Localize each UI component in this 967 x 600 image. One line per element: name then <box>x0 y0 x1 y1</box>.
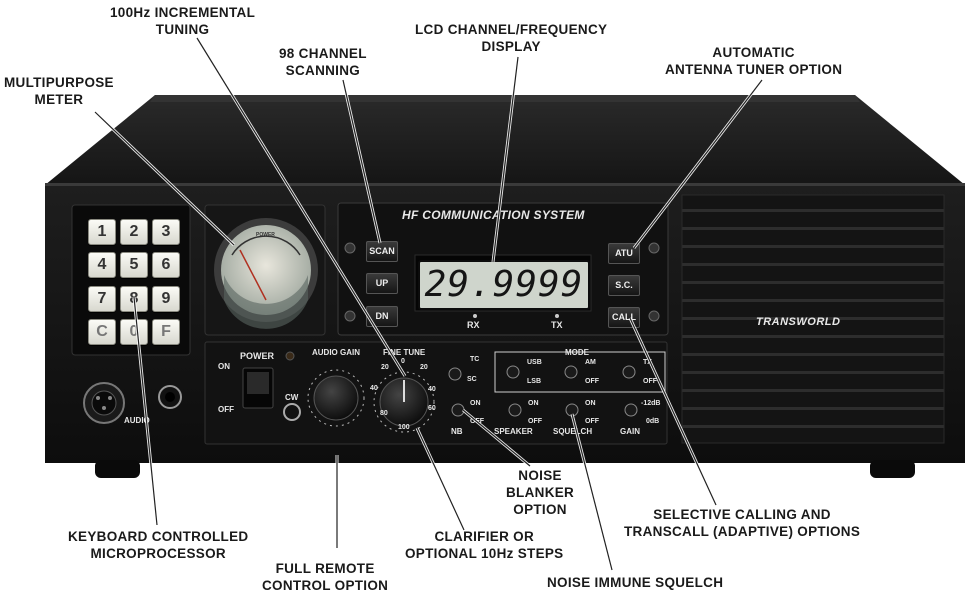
tx-indicator: TX <box>551 320 563 330</box>
panel-title: HF COMMUNICATION SYSTEM <box>402 208 585 222</box>
gain-switch <box>624 403 638 417</box>
power-off-label: OFF <box>218 405 234 414</box>
leader-lcd <box>492 56 519 263</box>
leader-antenna-tuner <box>633 79 763 249</box>
callout-multipurpose-meter: MULTIPURPOSE METER <box>4 75 114 107</box>
fine-tune-mark-1: 20 <box>381 364 389 371</box>
tc-switch <box>448 367 462 381</box>
key-7[interactable]: 7 <box>88 286 116 312</box>
key-2[interactable]: 2 <box>120 219 148 245</box>
squelch-label: SQUELCH <box>553 427 593 436</box>
key-6[interactable]: 6 <box>152 252 180 278</box>
audio-gain-label: AUDIO GAIN <box>312 348 360 357</box>
leader-clarifier <box>416 427 465 531</box>
gain-label: GAIN <box>620 427 640 436</box>
mode-tx-off-label: OFF <box>643 378 657 385</box>
radio-foot-right <box>870 460 915 478</box>
key-3[interactable]: 3 <box>152 219 180 245</box>
leader-meter <box>94 111 235 246</box>
leader-scanning <box>342 79 381 244</box>
key-9[interactable]: 9 <box>152 286 180 312</box>
squelch-on-label: ON <box>585 400 596 407</box>
leader-noise-blanker <box>462 409 531 467</box>
audio-gain-knob <box>313 375 359 421</box>
mode-switch-1 <box>506 365 520 379</box>
fine-tune-mark-7: 100 <box>398 424 410 431</box>
speaker-label: SPEAKER <box>494 427 533 436</box>
meter-label: POWER <box>256 232 275 238</box>
power-label: POWER <box>240 351 275 361</box>
mode-usb-label: USB <box>527 359 542 366</box>
cw-jack <box>283 403 301 421</box>
key-c[interactable]: C <box>88 319 116 345</box>
cw-label: CW <box>285 393 299 402</box>
callout-selective-calling: SELECTIVE CALLING AND TRANSCALL (ADAPTIV… <box>624 507 861 539</box>
fine-tune-mark-6: 80 <box>380 410 388 417</box>
speaker-on-label: ON <box>528 400 539 407</box>
callout-squelch: NOISE IMMUNE SQUELCH <box>547 575 724 590</box>
leader-selective-calling <box>629 317 717 506</box>
dn-button[interactable]: DN <box>366 306 398 327</box>
lcd-display: 29.9999 <box>418 260 590 310</box>
fine-tune-mark-2: 0 <box>401 358 405 365</box>
mode-tx-label: TX <box>643 359 652 366</box>
callout-lcd-display: LCD CHANNEL/FREQUENCY DISPLAY <box>415 22 608 54</box>
fine-tune-mark-4: 40 <box>428 386 436 393</box>
callout-fine-tuning: 100Hz INCREMENTAL TUNING <box>110 5 256 37</box>
key-0[interactable]: 0 <box>120 319 148 345</box>
mode-switch-2 <box>564 365 578 379</box>
nb-on-label: ON <box>470 400 481 407</box>
mode-lsb-label: LSB <box>527 378 541 385</box>
lower-control-panel <box>204 341 668 445</box>
callout-noise-blanker: NOISE BLANKER OPTION <box>506 468 575 517</box>
speaker-switch <box>508 403 522 417</box>
gain-off-label: 0dB <box>646 418 660 425</box>
callout-keyboard: KEYBOARD CONTROLLED MICROPROCESSOR <box>68 529 249 561</box>
mode-off-label: OFF <box>585 378 599 385</box>
squelch-off-label: OFF <box>585 418 599 425</box>
audio-label: AUDIO <box>124 416 150 425</box>
brand-logo: TRANSWORLD <box>756 316 841 328</box>
atu-button[interactable]: ATU <box>608 243 640 264</box>
key-4[interactable]: 4 <box>88 252 116 278</box>
nb-label: NB <box>451 427 463 436</box>
callout-scanning: 98 CHANNEL SCANNING <box>279 46 367 78</box>
callout-antenna-tuner: AUTOMATIC ANTENNA TUNER OPTION <box>665 45 843 77</box>
rx-indicator: RX <box>467 320 480 330</box>
fine-tune-mark-3: 20 <box>420 364 428 371</box>
mode-box <box>494 351 666 393</box>
callout-clarifier: CLARIFIER OR OPTIONAL 10Hz STEPS <box>405 529 564 561</box>
key-f[interactable]: F <box>152 319 180 345</box>
audio-gain-mark: 40 <box>370 385 378 392</box>
gain-on-label: -12dB <box>641 400 661 407</box>
fine-tune-mark-5: 60 <box>428 405 436 412</box>
key-5[interactable]: 5 <box>120 252 148 278</box>
leader-fine-tuning <box>196 37 406 377</box>
speaker-grille <box>681 194 945 444</box>
leader-squelch <box>571 413 613 571</box>
fine-tune-label: FINE TUNE <box>383 348 426 357</box>
radio-foot-left <box>95 460 140 478</box>
meter-needle <box>239 249 267 301</box>
sc-label: SC <box>467 376 477 383</box>
meter-face <box>221 225 311 315</box>
mode-label: MODE <box>565 348 589 357</box>
scan-button[interactable]: SCAN <box>366 241 398 262</box>
speaker-off-label: OFF <box>528 418 542 425</box>
key-1[interactable]: 1 <box>88 219 116 245</box>
tc-label: TC <box>470 356 480 363</box>
mode-am-label: AM <box>585 359 596 366</box>
callout-remote-control: FULL REMOTE CONTROL OPTION <box>262 561 389 593</box>
mode-switch-3 <box>622 365 636 379</box>
leader-keyboard <box>133 296 158 526</box>
up-button[interactable]: UP <box>366 273 398 294</box>
sc-button[interactable]: S.C. <box>608 275 640 296</box>
power-on-label: ON <box>218 362 230 371</box>
